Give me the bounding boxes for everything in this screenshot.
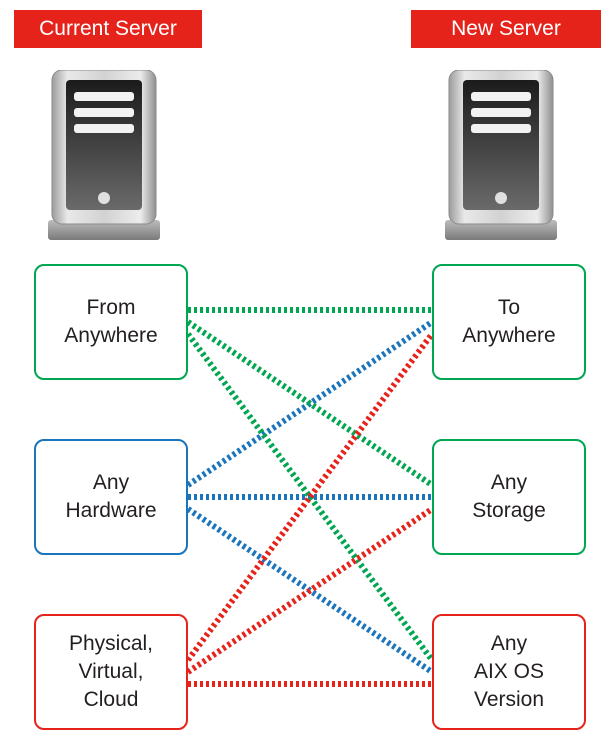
- connection-physical-virtual-cloud-to-to-anywhere: [185, 332, 435, 662]
- target-box-any-storage: Any Storage: [432, 439, 586, 555]
- connection-any-hardware-to-any-aix-os-version: [186, 506, 434, 675]
- target-box-any-aix-os-version: Any AIX OS Version: [432, 614, 586, 730]
- source-box-any-hardware: Any Hardware: [34, 439, 188, 555]
- connection-any-hardware-to-to-anywhere: [186, 319, 434, 488]
- current-server-header: Current Server: [14, 10, 202, 48]
- source-box-from-anywhere: From Anywhere: [34, 264, 188, 380]
- target-box-to-anywhere: To Anywhere: [432, 264, 586, 380]
- connection-from-anywhere-to-any-storage: [186, 319, 434, 488]
- connection-physical-virtual-cloud-to-any-storage: [186, 506, 434, 675]
- new-server-header: New Server: [411, 10, 601, 48]
- connection-from-anywhere-to-any-aix-os-version: [185, 332, 435, 662]
- current-server-icon: [48, 70, 160, 240]
- new-server-icon: [445, 70, 557, 240]
- source-box-physical-virtual-cloud: Physical, Virtual, Cloud: [34, 614, 188, 730]
